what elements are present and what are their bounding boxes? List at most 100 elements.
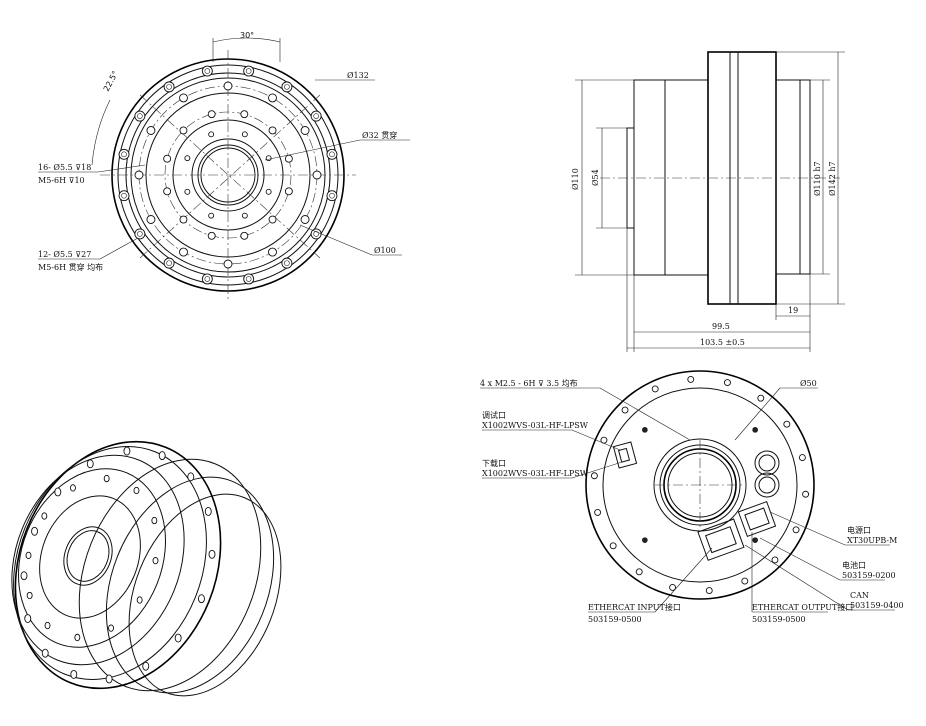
rear-mount-hole <box>757 394 765 402</box>
output-bolt-hole <box>268 126 277 135</box>
body-bolt-hole <box>179 247 188 257</box>
iso-output-hole <box>103 474 110 483</box>
rear-outer-circle <box>585 370 815 600</box>
angle-22-label: 22.5° <box>102 69 120 92</box>
iso-output-hole <box>151 516 158 525</box>
rear-mount-hole <box>723 379 731 387</box>
battery-port-code: 503159-0200 <box>842 571 896 580</box>
rear-mount-hole <box>669 583 677 591</box>
body-bolt-hole <box>223 81 233 91</box>
hub-hole <box>265 188 272 195</box>
body-bolt-hole <box>134 170 144 180</box>
rear-mount-hole <box>594 508 602 516</box>
rear-thread-hole <box>752 537 758 543</box>
body-bolt-hole <box>300 215 310 224</box>
rear-mount-hole <box>621 406 629 414</box>
iso-output-hole <box>70 484 76 492</box>
iso-bolt-hole <box>204 507 212 516</box>
iso-bolt-hole <box>174 633 182 643</box>
iso-bolt-hole <box>208 549 216 559</box>
ethercat-output-connector <box>737 501 777 537</box>
hub-hole <box>208 212 215 219</box>
rear-mount-hole <box>609 542 617 550</box>
front-view: 30° 22.5° Ø132 Ø32 贯穿 Ø100 16- Ø5.5 ⊽18 … <box>38 31 410 300</box>
rear-inner-circle <box>602 387 798 583</box>
iso-hub <box>39 495 141 619</box>
rear-mount-hole <box>687 375 695 383</box>
flange-bolt-hole <box>201 65 213 77</box>
leader-32 <box>264 139 361 161</box>
flange-bolt-hole-inner <box>166 260 172 266</box>
hub-hole <box>184 188 191 195</box>
output-bolt-hole <box>179 126 188 135</box>
flange-bolt-hole-inner <box>204 68 211 74</box>
iso-bolt-hole <box>54 487 62 497</box>
download-port-code: X1002WVS-03L-HF-LPSW <box>482 469 589 478</box>
output-bolt-hole <box>240 110 249 119</box>
iso-bolt-hole <box>142 661 150 671</box>
iso-bolt-holes <box>20 446 216 684</box>
flange-bolt-hole <box>201 273 213 285</box>
housing-rear-section <box>633 79 709 276</box>
dim-len-19: 19 <box>788 306 798 315</box>
rear-mount-hole <box>635 568 643 576</box>
download-port-name: 下载口 <box>482 458 506 468</box>
flange-bolt-hole-inner <box>121 192 127 199</box>
body-bolt-hole <box>268 93 277 103</box>
can-port-code: 503159-0400 <box>850 601 904 610</box>
rear-mount-hole <box>783 420 791 428</box>
dim-dia-132: Ø132 <box>347 71 369 80</box>
output-bolt-hole <box>268 215 277 224</box>
iso-bolt-hole <box>123 446 131 456</box>
angle-30-arc <box>212 37 281 43</box>
flange-bolt-hole-inner <box>313 113 319 119</box>
iso-bore <box>63 526 113 586</box>
flange-bolt-hole <box>163 81 175 93</box>
iso-bolt-hole <box>187 472 195 482</box>
body-bolt-hole <box>268 247 277 257</box>
flange-bolt-hole <box>310 110 322 122</box>
iso-bolt-hole <box>31 526 39 536</box>
iso-output-hole <box>25 551 32 560</box>
isometric-view <box>11 440 282 697</box>
dim-dia-54: Ø54 <box>591 169 600 186</box>
rear-mount-hole <box>771 556 779 564</box>
iso-bolt-hole <box>70 669 78 679</box>
flange-bolt-hole <box>134 110 146 122</box>
leader-100 <box>299 224 373 256</box>
hub-hole <box>241 131 248 138</box>
body-bolt-hole <box>312 170 322 180</box>
rear-thread-hole <box>752 427 758 433</box>
note-16-holes-2: M5-6H ⊽10 <box>38 176 85 185</box>
flange-bolt-hole <box>243 273 255 285</box>
rear-thread-hole <box>642 537 648 543</box>
hub-hole <box>265 155 272 162</box>
ecat-out-name: ETHERCAT OUTPUT接口 <box>752 602 853 612</box>
flange-bolt-hole <box>281 81 293 93</box>
iso-output-hole <box>152 556 159 565</box>
power-port-code: XT30UPB-M <box>847 536 897 545</box>
flange-bolt-hole-inner <box>284 84 290 90</box>
body-bolt-hole <box>146 215 156 224</box>
body-bolt-hole <box>223 259 233 269</box>
rear-thread-hole <box>642 427 648 433</box>
dim-dia-142h7: Ø142 h7 <box>828 161 837 196</box>
iso-output-hole <box>74 633 81 642</box>
flange-bolt-hole <box>134 228 146 240</box>
iso-output-hole <box>44 621 51 630</box>
rear-mount-hole <box>590 472 598 480</box>
body-bolt-hole <box>179 93 188 103</box>
iso-bolt-hole <box>158 451 166 461</box>
power-port-pin-1 <box>754 450 780 476</box>
output-bolt-hole <box>179 215 188 224</box>
iso-bolt-hole <box>20 571 28 581</box>
debug-port-name: 调试口 <box>482 410 506 420</box>
dim-dia-110h7: Ø110 h7 <box>813 161 822 196</box>
iso-output-hole <box>108 624 114 632</box>
iso-bolt-hole <box>197 594 205 604</box>
rear-mount-hole <box>798 454 806 462</box>
output-bolt-hole <box>207 110 216 119</box>
can-port-name: CAN <box>850 591 869 600</box>
ecat-in-name: ETHERCAT INPUT接口 <box>588 602 681 612</box>
